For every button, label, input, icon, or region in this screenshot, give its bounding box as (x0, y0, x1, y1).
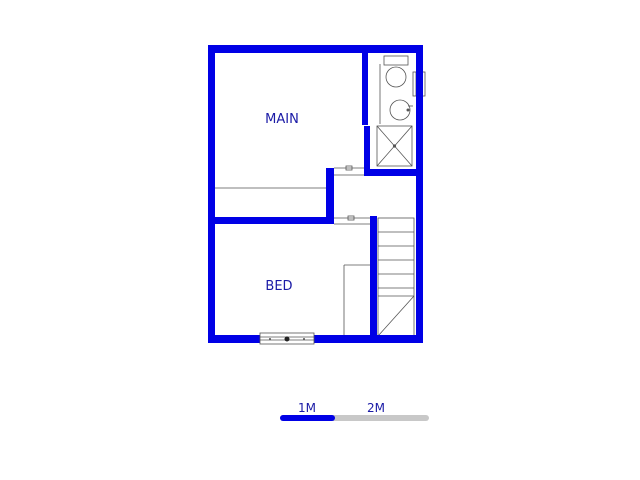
door-icon (365, 64, 381, 124)
scale-bar: 1M 2M (280, 401, 429, 421)
staircase-icon (377, 217, 415, 337)
room-label-main: MAIN (265, 112, 299, 127)
interior-lines (214, 187, 372, 336)
door-opening-bed (334, 215, 370, 226)
shower-icon (376, 125, 413, 167)
basin-icon (389, 99, 413, 121)
room-label-bed: BED (265, 279, 292, 294)
bedroom-window-icon (259, 332, 315, 345)
walls (208, 45, 423, 343)
toilet-icon (383, 55, 409, 88)
scale-label-1m: 1M (298, 401, 316, 415)
scale-label-2m: 2M (367, 401, 385, 415)
door-opening-main (334, 165, 364, 176)
